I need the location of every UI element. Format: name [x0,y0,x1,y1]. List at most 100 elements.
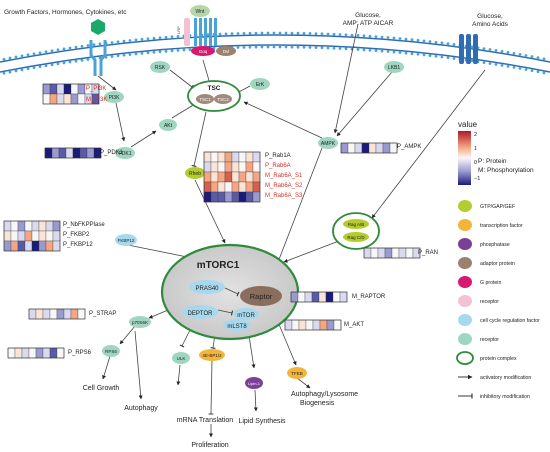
membrane-dot [272,45,276,49]
heatmap-rps6: P_RPS6 [7,347,92,359]
svg-text:TSC2: TSC2 [217,97,229,102]
pdk1-node [115,147,135,159]
heatmap-cell [238,191,247,203]
membrane-dot [518,67,522,70]
svg-text:Rag A/B: Rag A/B [348,222,365,227]
membrane-dot [116,54,120,58]
heatmap-cell [332,291,341,303]
membrane-dot [260,45,264,49]
heatmap-cell [77,308,86,320]
mtorc1-complex: mTORC1 PRAS40 Raptor DEPTOR mTOR mLST8 [160,243,300,341]
membrane-dot [254,31,258,35]
lipid-synthesis-outcome: Lipid Synthesis [238,418,286,425]
heatmap-cell [10,240,19,252]
membrane-dot [74,45,78,49]
legend-swatch [458,200,472,212]
legend-swatch [458,257,472,269]
membrane-dot [440,41,444,45]
legend-label: G protein [480,280,501,286]
membrane-dot [62,47,66,51]
heatmap-label: P_Rab6A [265,163,291,169]
autophagy-outcome: Autophagy [124,405,158,412]
membrane-dot [80,44,84,48]
svg-text:mLST8: mLST8 [227,324,247,330]
deptor-node [182,305,218,319]
heatmap-cell [3,230,12,242]
p70s6k-node [129,316,151,328]
heatmap-cell [24,220,33,232]
svg-text:ULK: ULK [177,356,186,361]
heatmap-cell [28,308,37,320]
heatmap-cell [224,191,233,203]
heatmap-cell [31,240,40,252]
heatmap-frame [290,291,348,303]
membrane-dot [320,32,324,36]
heatmap-cell [56,347,65,359]
membrane-dot [260,31,264,35]
membrane-dot [134,38,138,42]
heatmap-cell [231,171,240,183]
membrane-dot [452,57,456,60]
membrane-dot [32,66,36,70]
membrane-dot [344,47,348,51]
heatmap-cell [363,247,372,259]
legend-label: receptor [480,337,499,343]
svg-text:TSC: TSC [208,85,221,92]
heatmap-label: M_Rab6A_S1 [265,173,303,179]
heatmap-cell [77,93,86,105]
heatmap-cell [17,230,26,242]
ulk-node [172,352,190,364]
heatmap-cell [217,171,226,183]
rag-ab-node [343,219,369,229]
membrane-dot [8,56,12,60]
legend-label: inhibitory modification [480,394,530,400]
heatmap-cell [45,230,54,242]
membrane-dot [38,65,42,69]
heatmap-cell [384,247,393,259]
legend-item: receptor [458,295,499,307]
membrane-dot [50,49,54,53]
heatmap-cell [405,247,414,259]
heatmap-cell [284,319,293,331]
legend-item: cell cycle regulation factor [458,314,540,326]
legend-label: protein complex [480,356,517,362]
akt-node [159,119,177,131]
membrane-dot [302,45,306,49]
membrane-dot [242,45,246,49]
svg-text:Lipin-1: Lipin-1 [248,381,261,386]
heatmap-cell [252,161,261,173]
membrane-dot [296,45,300,49]
heatmap-cell [252,181,261,193]
membrane-dot [410,38,414,42]
heatmap-cell [21,347,30,359]
membrane-dot [482,61,486,64]
heatmap-cell [238,171,247,183]
heatmap-cell [49,347,58,359]
heatmap-cell [290,291,299,303]
membrane-dot [308,32,312,35]
membrane-dot [428,40,432,43]
membrane-dot [188,48,192,51]
erk-node [250,78,270,90]
membrane-dot [134,52,138,56]
heatmap-cell [203,181,212,193]
heatmap-cell [3,220,12,232]
membrane-dot [494,63,498,66]
membrane-dot [86,44,90,47]
membrane-dot [500,49,504,53]
membrane-dot [116,40,120,44]
membrane-dot [488,62,492,65]
heatmap-cell [31,230,40,242]
membrane-dot [332,46,336,50]
heatmap-cell [370,247,379,259]
heatmap-strap: P_STRAP [28,308,116,320]
heatmap-cell [377,247,386,259]
lkb1-node [384,61,404,73]
heatmap-cell [203,151,212,163]
heatmap-cell [291,319,300,331]
colorbar-tick: 2 [474,132,477,138]
glucose-amp-label: Glucose,AMP: ATP AICAR [343,12,394,27]
legend-label: receptor [480,299,499,305]
heatmap-label: M_RAPTOR [352,294,386,300]
